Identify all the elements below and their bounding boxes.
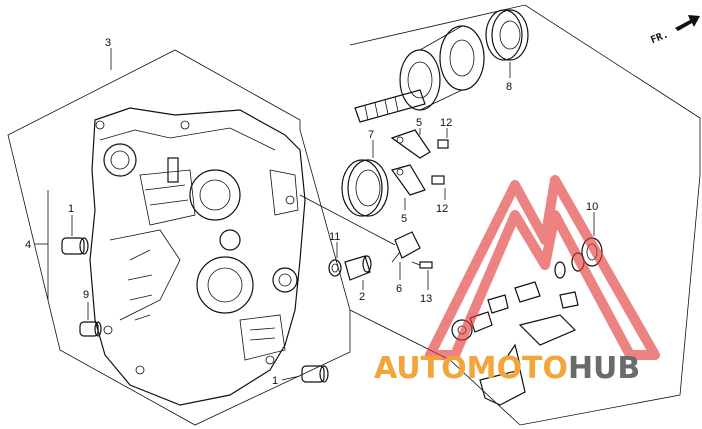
callout-7: 7 [368,129,374,141]
callout-3: 3 [105,37,111,49]
bushing-part-1-lower [301,365,329,383]
callout-8: 8 [506,81,512,93]
fr-label: FR. [649,29,670,46]
callout-13: 13 [420,293,432,305]
callout-1-lower: 1 [272,375,278,387]
exploded-view-boundary-right [349,4,701,426]
shift-linkage [451,252,585,406]
watermark-moto: MOTO [467,351,568,386]
bolt-part-12-lower [431,175,445,185]
front-direction-marker: FR. [649,15,700,46]
bearing-part-7 [341,159,389,217]
leader-lines [35,48,595,381]
watermark-hub: HUB [568,351,640,386]
watermark-text: AUTOMOTOHUB [374,351,640,386]
transmission-case [89,107,306,406]
retainer-plate-part-5-lower [391,164,426,196]
watermark-logo [425,175,660,360]
bushing-part-9 [79,321,102,337]
cap-part-2 [344,255,372,281]
callout-9: 9 [83,289,89,301]
o-ring-part-11 [328,259,342,277]
callout-11: 11 [329,231,340,243]
callout-5-upper: 5 [416,117,422,129]
callout-4: 4 [25,239,31,251]
exploded-view-boundary [7,49,351,426]
retainer-plate-part-5-upper [390,129,431,159]
countershaft-assembly [354,25,485,123]
callout-12-lower: 12 [436,203,448,215]
callout-10: 10 [586,201,598,213]
watermark-mountain-icon [425,175,660,360]
fr-arrow-icon [675,15,700,31]
sensor-part-6 [391,231,421,263]
watermark-auto: AUTO [374,351,467,386]
callout-6: 6 [396,283,402,295]
callout-12-upper: 12 [440,117,452,129]
callout-5-lower: 5 [401,213,407,225]
bushing-part-1-upper [61,237,89,255]
bolt-part-12-upper [437,139,449,149]
bolt-part-13 [411,261,433,269]
callout-1-upper: 1 [68,203,74,215]
callout-2: 2 [359,291,365,303]
bearing-part-8 [485,9,529,61]
